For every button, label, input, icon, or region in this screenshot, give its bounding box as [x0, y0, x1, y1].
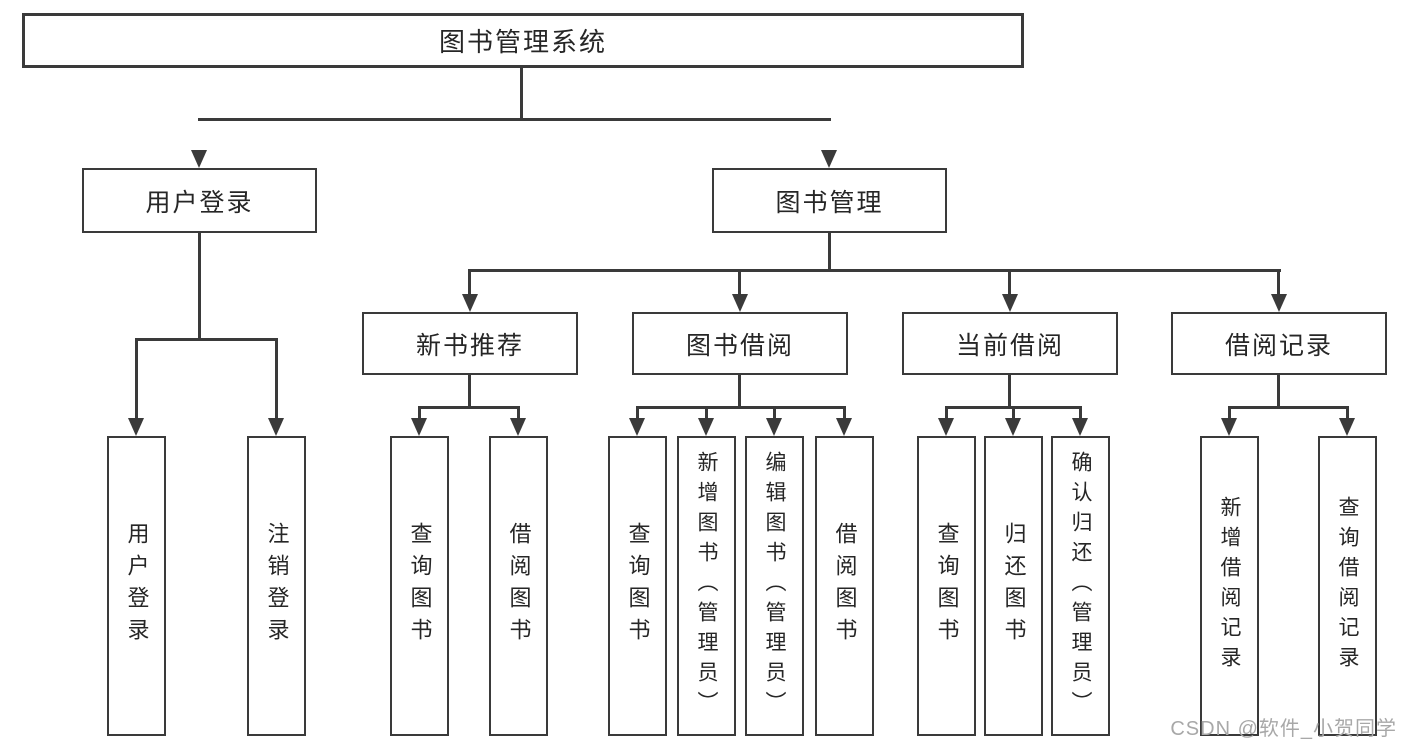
arrowhead	[836, 418, 852, 436]
connector	[517, 409, 520, 420]
connector	[520, 68, 523, 121]
arrowhead	[411, 418, 427, 436]
arrowhead	[1002, 294, 1018, 312]
connector	[468, 375, 471, 408]
leaf-confirm-return-admin: 确认归还（管理员）	[1051, 436, 1110, 736]
leaf-edit-books-admin: 编辑图书（管理员）	[745, 436, 804, 736]
node-label: 新增借阅记录	[1218, 496, 1241, 676]
node-borrowing-records: 借阅记录	[1171, 312, 1387, 375]
leaf-query-borrow-record: 查询借阅记录	[1318, 436, 1377, 736]
leaf-borrow-books: 借阅图书	[815, 436, 874, 736]
node-label: 借阅图书	[506, 522, 532, 650]
connector	[468, 272, 471, 294]
connector	[1277, 375, 1280, 408]
node-new-book-recommend: 新书推荐	[362, 312, 578, 375]
leaf-add-books-admin: 新增图书（管理员）	[677, 436, 736, 736]
node-label: 用户登录	[124, 522, 150, 650]
connector	[1008, 272, 1011, 294]
node-label: 归还图书	[1001, 522, 1027, 650]
arrowhead	[1339, 418, 1355, 436]
node-library-system-root: 图书管理系统	[22, 13, 1024, 68]
arrowhead	[1072, 418, 1088, 436]
connector	[135, 341, 138, 418]
node-book-management: 图书管理	[712, 168, 947, 233]
connector	[135, 338, 278, 341]
connector	[738, 272, 741, 294]
node-label: 确认归还（管理员）	[1069, 451, 1092, 721]
arrowhead	[191, 150, 207, 168]
connector	[1079, 409, 1082, 420]
connector	[843, 409, 846, 420]
arrowhead	[821, 150, 837, 168]
connector	[828, 233, 831, 272]
connector	[636, 406, 846, 409]
leaf-query-books-borrowing: 查询图书	[608, 436, 667, 736]
connector	[636, 409, 639, 420]
node-label: 注销登录	[264, 522, 290, 650]
connector	[198, 233, 201, 340]
node-user-login: 用户登录	[82, 168, 317, 233]
connector	[1277, 272, 1280, 294]
connector	[1008, 375, 1011, 408]
leaf-add-borrow-record: 新增借阅记录	[1200, 436, 1259, 736]
node-label: 用户登录	[145, 188, 254, 217]
arrowhead	[268, 418, 284, 436]
connector	[275, 341, 278, 418]
node-label: 查询图书	[934, 522, 960, 650]
leaf-query-books-recommend: 查询图书	[390, 436, 449, 736]
leaf-logout: 注销登录	[247, 436, 306, 736]
arrowhead	[698, 418, 714, 436]
node-book-borrowing: 图书借阅	[632, 312, 848, 375]
arrowhead	[462, 294, 478, 312]
connector	[945, 406, 1082, 409]
leaf-user-login: 用户登录	[107, 436, 166, 736]
arrowhead	[1271, 294, 1287, 312]
arrowhead	[766, 418, 782, 436]
connector	[198, 118, 831, 121]
node-label: 新书推荐	[415, 331, 524, 360]
node-label: 新增图书（管理员）	[695, 451, 718, 721]
node-label: 编辑图书（管理员）	[763, 451, 786, 721]
connector	[468, 269, 1281, 272]
node-label: 图书借阅	[685, 331, 794, 360]
arrowhead	[938, 418, 954, 436]
arrowhead	[1005, 418, 1021, 436]
node-label: 查询图书	[625, 522, 651, 650]
node-label: 查询图书	[407, 522, 433, 650]
connector	[945, 409, 948, 420]
node-label: 借阅记录	[1224, 331, 1333, 360]
connector	[418, 406, 520, 409]
arrowhead	[128, 418, 144, 436]
leaf-return-books: 归还图书	[984, 436, 1043, 736]
leaf-query-books-current: 查询图书	[917, 436, 976, 736]
connector	[705, 409, 708, 420]
connector	[773, 409, 776, 420]
node-current-borrowing: 当前借阅	[902, 312, 1118, 375]
connector	[1228, 409, 1231, 420]
node-label: 查询借阅记录	[1336, 496, 1359, 676]
leaf-borrow-books-recommend: 借阅图书	[489, 436, 548, 736]
csdn-watermark: CSDN @软件_小贺同学	[1170, 718, 1397, 740]
connector	[418, 409, 421, 420]
connector	[738, 375, 741, 408]
arrowhead	[1221, 418, 1237, 436]
node-label: 借阅图书	[832, 522, 858, 650]
connector	[1228, 406, 1349, 409]
connector	[1346, 409, 1349, 420]
node-label: 图书管理系统	[438, 27, 607, 57]
arrowhead	[732, 294, 748, 312]
node-label: 图书管理	[775, 188, 884, 217]
arrowhead	[510, 418, 526, 436]
arrowhead	[629, 418, 645, 436]
node-label: 当前借阅	[955, 331, 1064, 360]
connector	[1012, 409, 1015, 420]
